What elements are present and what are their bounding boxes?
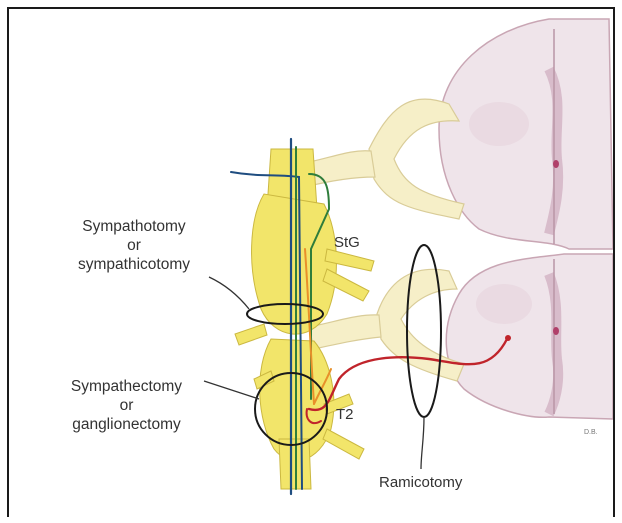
- sympathectomy-label-line2: or: [39, 396, 214, 415]
- sympathectomy-label-line1: Sympathectomy: [39, 377, 214, 396]
- horn-shading-upper: [469, 102, 529, 146]
- figure-frame: Sympathotomy or sympathicotomy Sympathec…: [7, 7, 615, 517]
- sympathotomy-label: Sympathotomy or sympathicotomy: [49, 217, 219, 274]
- spinal-cord-lower-segment: [446, 254, 613, 419]
- ramicotomy-leader: [421, 417, 424, 469]
- sympathotomy-label-line2: or: [49, 236, 219, 255]
- sympathectomy-label-line3: ganglionectomy: [39, 415, 214, 434]
- artist-mark: D.B.: [584, 423, 598, 442]
- sympathotomy-leader: [209, 277, 249, 309]
- sympathectomy-label: Sympathectomy or ganglionectomy: [39, 377, 214, 434]
- spinal-cord: [439, 19, 613, 419]
- t2-ganglion-label: T2: [336, 405, 354, 424]
- horn-shading-lower: [476, 284, 532, 324]
- stellate-ganglion-label: StG: [334, 233, 360, 252]
- stg-branch-3: [235, 324, 267, 345]
- spinal-cord-upper-segment: [439, 19, 613, 249]
- t2-branch-2: [323, 429, 364, 459]
- central-canal-upper: [553, 160, 559, 168]
- sympathotomy-label-line3: sympathicotomy: [49, 255, 219, 274]
- sympathotomy-label-line1: Sympathotomy: [49, 217, 219, 236]
- ramicotomy-label: Ramicotomy: [379, 473, 462, 492]
- red-fiber-neuron: [505, 335, 511, 341]
- central-canal-lower: [553, 327, 559, 335]
